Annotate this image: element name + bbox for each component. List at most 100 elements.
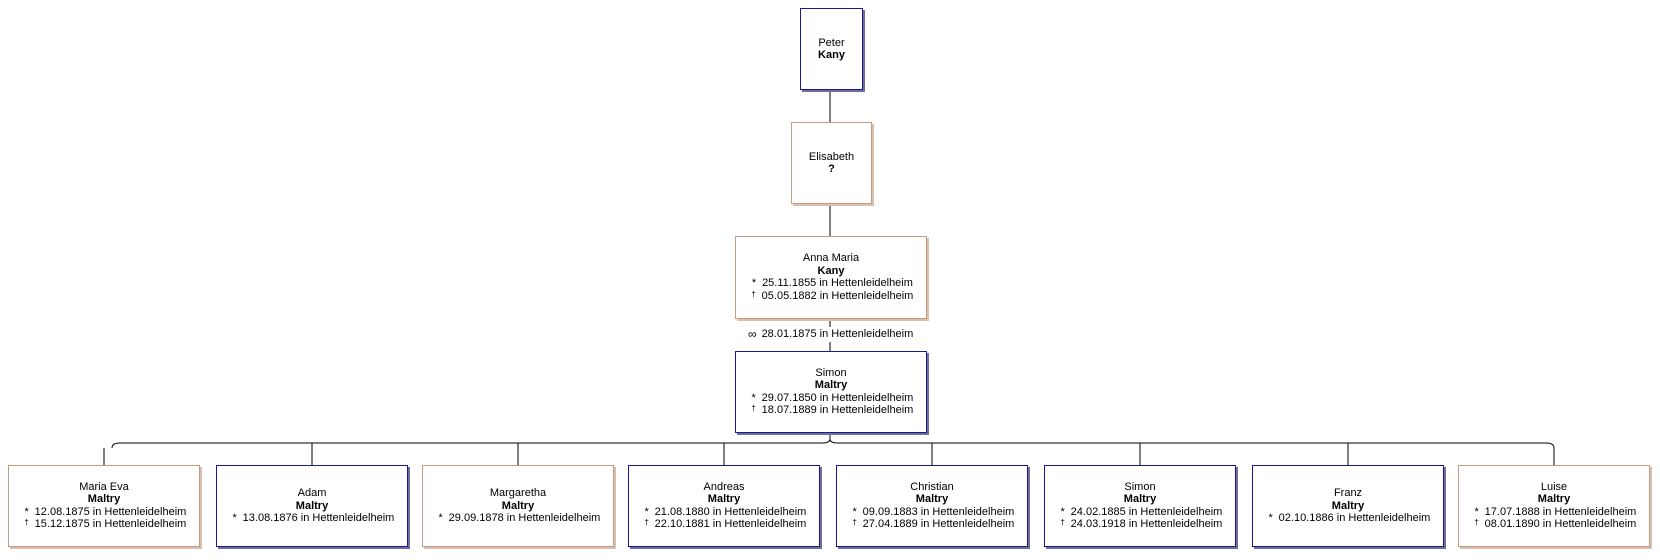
birth-event: * 02.10.1886 in Hettenleidelheim — [1266, 512, 1431, 525]
marriage-label: ∞ 28.01.1875 in Hettenleidelheim — [748, 327, 913, 341]
death-cross-icon: † — [24, 518, 29, 527]
death-event: † 27.04.1889 in Hettenleidelheim — [850, 518, 1015, 532]
surname: Maltry — [1537, 493, 1571, 505]
bracket-right — [829, 438, 1555, 449]
given-name: Adam — [297, 487, 327, 500]
death-event: † 18.07.1889 in Hettenleidelheim — [749, 404, 914, 418]
birth-star-icon: * — [751, 391, 756, 404]
bracket-left — [111, 438, 831, 449]
death-date-place: 05.05.1882 in Hettenleidelheim — [761, 289, 914, 302]
given-name: Simon — [1124, 480, 1156, 493]
birth-date-place: 29.09.1878 in Hettenleidelheim — [448, 512, 601, 525]
given-name: Elisabeth — [808, 150, 855, 163]
birth-event: * 21.08.1880 in Hettenleidelheim — [642, 506, 807, 519]
death-event: † 24.03.1918 in Hettenleidelheim — [1058, 518, 1223, 532]
surname: Maltry — [501, 499, 535, 512]
surname: Kany — [817, 264, 845, 277]
birth-star-icon: * — [751, 277, 757, 289]
given-name: Margaretha — [489, 487, 547, 500]
birth-date-place: 17.07.1888 in Hettenleidelheim — [1484, 505, 1637, 518]
given-name: Christian — [910, 480, 954, 493]
person-card-content: Elisabeth? — [792, 123, 871, 203]
surname: Maltry — [814, 379, 848, 391]
death-date-place: 08.01.1890 in Hettenleidelheim — [1484, 518, 1637, 530]
birth-star-icon: * — [232, 512, 237, 525]
surname: Kany — [818, 49, 845, 61]
birth-star-icon: * — [644, 505, 649, 518]
death-cross-icon: † — [1060, 518, 1065, 527]
surname: ? — [828, 163, 835, 175]
birth-date-place: 25.11.1855 in Hettenleidelheim — [762, 277, 913, 289]
death-date-place: 15.12.1875 in Hettenleidelheim — [34, 518, 187, 530]
birth-date-place: 13.08.1876 in Hettenleidelheim — [242, 512, 395, 525]
given-name: Simon — [815, 366, 847, 379]
birth-date-place: 24.02.1885 in Hettenleidelheim — [1070, 505, 1223, 518]
birth-event: * 17.07.1888 in Hettenleidelheim — [1472, 506, 1637, 519]
marriage-rings-icon: ∞ — [748, 327, 757, 341]
surname: Maltry — [295, 499, 329, 512]
birth-event: * 13.08.1876 in Hettenleidelheim — [230, 512, 395, 525]
birth-event: * 25.11.1855 in Hettenleidelheim — [749, 277, 913, 290]
birth-event: * 29.09.1878 in Hettenleidelheim — [436, 512, 601, 525]
given-name: Andreas — [703, 480, 745, 493]
person-card-grandmother[interactable]: Elisabeth? — [791, 122, 872, 204]
death-date-place: 27.04.1889 in Hettenleidelheim — [862, 518, 1015, 530]
birth-star-icon: * — [1474, 505, 1479, 518]
given-name: Peter — [818, 36, 845, 49]
birth-event: * 29.07.1850 in Hettenleidelheim — [749, 392, 914, 405]
death-cross-icon: † — [751, 289, 756, 299]
death-cross-icon: † — [644, 518, 649, 527]
death-event: † 08.01.1890 in Hettenleidelheim — [1472, 518, 1637, 532]
death-event: † 05.05.1882 in Hettenleidelheim — [749, 289, 914, 304]
death-date-place: 24.03.1918 in Hettenleidelheim — [1070, 518, 1223, 530]
birth-date-place: 12.08.1875 in Hettenleidelheim — [34, 505, 187, 518]
death-cross-icon: † — [852, 518, 857, 527]
birth-event: * 24.02.1885 in Hettenleidelheim — [1058, 506, 1223, 519]
birth-event: * 12.08.1875 in Hettenleidelheim — [22, 506, 187, 519]
birth-date-place: 29.07.1850 in Hettenleidelheim — [761, 391, 914, 404]
given-name: Maria Eva — [79, 480, 129, 493]
birth-date-place: 21.08.1880 in Hettenleidelheim — [654, 505, 807, 518]
birth-star-icon: * — [438, 512, 443, 525]
death-event: † 22.10.1881 in Hettenleidelheim — [642, 518, 807, 532]
surname: Maltry — [707, 493, 741, 505]
death-event: † 15.12.1875 in Hettenleidelheim — [22, 518, 187, 532]
given-name: Anna Maria — [802, 252, 860, 264]
birth-star-icon: * — [1268, 512, 1273, 525]
death-date-place: 22.10.1881 in Hettenleidelheim — [654, 518, 807, 530]
given-name: Luise — [1540, 480, 1568, 493]
birth-date-place: 09.09.1883 in Hettenleidelheim — [862, 505, 1015, 518]
birth-event: * 09.09.1883 in Hettenleidelheim — [850, 506, 1015, 519]
death-cross-icon: † — [1474, 518, 1479, 527]
birth-star-icon: * — [852, 505, 857, 518]
birth-star-icon: * — [24, 505, 29, 518]
death-cross-icon: † — [751, 404, 756, 413]
surname: Maltry — [1331, 499, 1365, 512]
birth-date-place: 02.10.1886 in Hettenleidelheim — [1278, 512, 1431, 525]
surname: Maltry — [1123, 493, 1157, 505]
birth-star-icon: * — [1060, 505, 1065, 518]
death-date-place: 18.07.1889 in Hettenleidelheim — [761, 404, 914, 416]
given-name: Franz — [1333, 487, 1363, 500]
marriage-date-place: 28.01.1875 in Hettenleidelheim — [761, 328, 914, 340]
